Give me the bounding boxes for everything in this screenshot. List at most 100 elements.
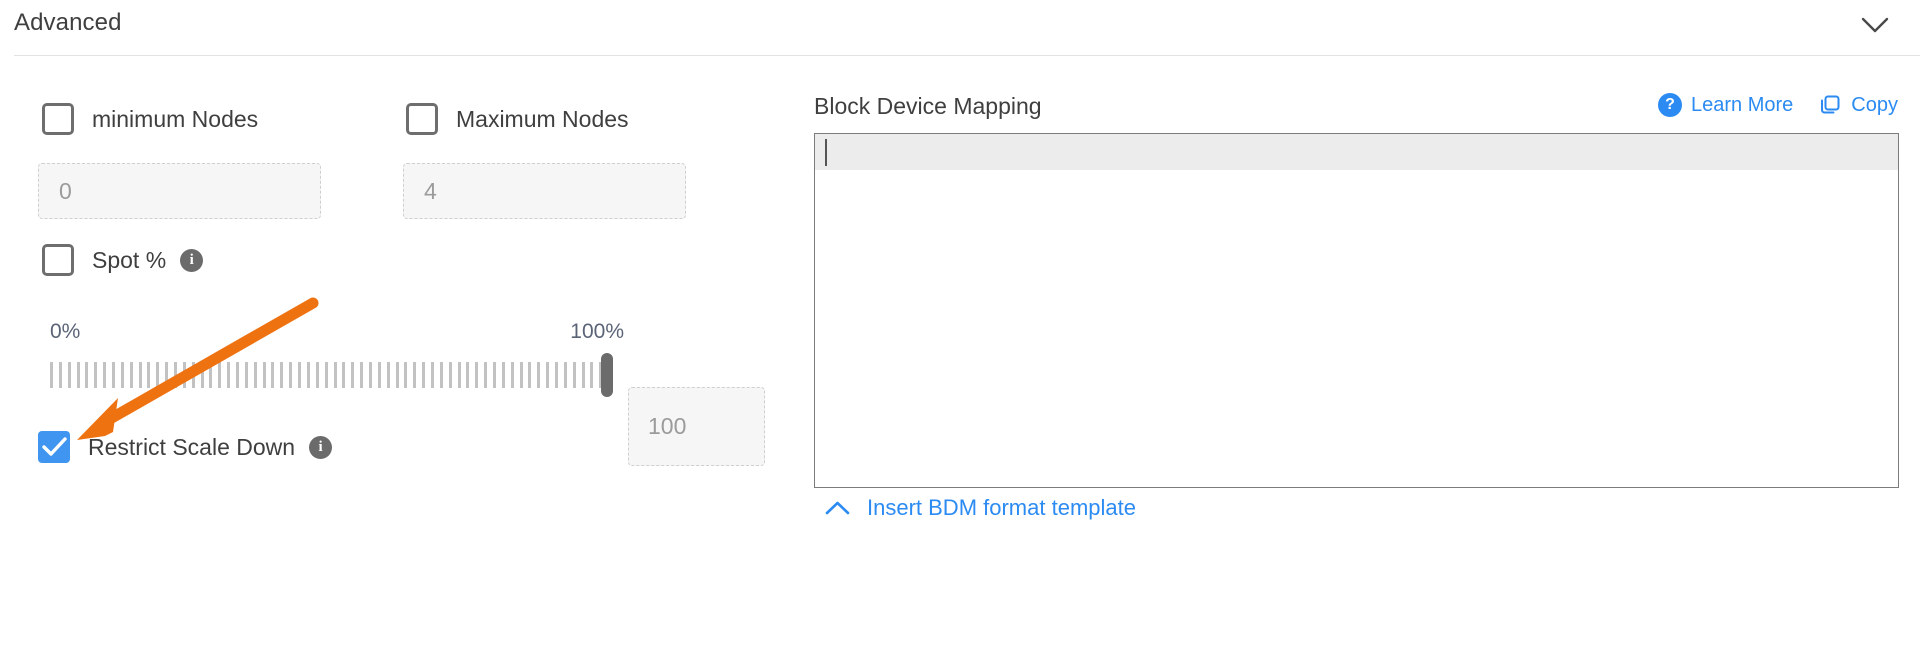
maximum-nodes-checkbox[interactable] [406, 103, 438, 135]
slider-tick [572, 362, 576, 388]
maximum-nodes-row: Maximum Nodes [406, 103, 629, 135]
info-icon[interactable]: i [309, 435, 333, 459]
slider-tick [165, 362, 169, 388]
page-title: Advanced [14, 9, 122, 36]
slider-tick [333, 362, 337, 388]
slider-tick [537, 362, 541, 388]
slider-tick [306, 362, 310, 388]
copy-button[interactable]: Copy [1819, 94, 1898, 117]
slider-tick [227, 362, 231, 388]
minimum-nodes-label: minimum Nodes [92, 105, 259, 132]
slider-tick [448, 362, 452, 388]
advanced-section-header[interactable]: Advanced [0, 0, 1920, 55]
slider-tick [67, 362, 71, 388]
slider-tick [368, 362, 372, 388]
block-device-mapping-title: Block Device Mapping [814, 93, 1042, 119]
slider-tick [94, 362, 98, 388]
slider-tick [147, 362, 151, 388]
maximum-nodes-input[interactable]: 4 [403, 163, 686, 219]
maximum-nodes-label: Maximum Nodes [456, 105, 629, 132]
restrict-scale-down-label: Restrict Scale Down [88, 433, 296, 460]
copy-icon [1819, 94, 1842, 117]
block-device-mapping-actions: ? Learn More Copy [1658, 93, 1898, 117]
slider-tick [360, 362, 364, 388]
slider-tick [85, 362, 89, 388]
slider-tick [182, 362, 186, 388]
slider-tick [191, 362, 195, 388]
slider-tick [563, 362, 567, 388]
slider-thumb[interactable] [601, 353, 613, 397]
slider-tick [76, 362, 80, 388]
slider-tick [581, 362, 585, 388]
slider-tick [599, 362, 603, 388]
insert-bdm-format-template-label: Insert BDM format template [867, 495, 1136, 520]
restrict-scale-down-checkbox[interactable] [38, 431, 70, 463]
text-caret [825, 139, 827, 166]
restrict-scale-down-row: Restrict Scale Down i [38, 431, 333, 463]
spot-percent-value-input[interactable]: 100 [628, 387, 765, 466]
slider-tick [554, 362, 558, 388]
slider-tick [112, 362, 116, 388]
slider-tick [271, 362, 275, 388]
slider-tick [351, 362, 355, 388]
slider-tick [120, 362, 124, 388]
slider-tick [315, 362, 319, 388]
slider-tick [413, 362, 417, 388]
slider-tick [439, 362, 443, 388]
insert-bdm-format-template-link[interactable]: Insert BDM format template [824, 495, 1136, 521]
slider-tick [253, 362, 257, 388]
slider-tick [50, 362, 53, 388]
slider-tick [129, 362, 133, 388]
slider-tick [262, 362, 266, 388]
minimum-nodes-checkbox[interactable] [42, 103, 74, 135]
slider-max-label: 100% [570, 320, 624, 343]
slider-tick [484, 362, 488, 388]
slider-tick [236, 362, 240, 388]
slider-tick [174, 362, 178, 388]
slider-tick [218, 362, 222, 388]
slider-tick [386, 362, 390, 388]
spot-percent-row: Spot % i [42, 244, 204, 276]
slider-tick [209, 362, 213, 388]
slider-tick [342, 362, 346, 388]
block-device-mapping-panel: Block Device Mapping ? Learn More Copy [812, 55, 1904, 656]
spot-percent-slider[interactable]: 0% 100% [50, 320, 624, 397]
slider-tick [510, 362, 514, 388]
header-divider [14, 55, 1920, 56]
slider-tick [457, 362, 461, 388]
slider-tick [590, 362, 594, 388]
slider-tick [466, 362, 470, 388]
slider-tick [103, 362, 107, 388]
spot-percent-checkbox[interactable] [42, 244, 74, 276]
block-device-mapping-editor[interactable] [814, 133, 1899, 488]
slider-tick [519, 362, 523, 388]
slider-tick [422, 362, 426, 388]
slider-tick [200, 362, 204, 388]
slider-tick [289, 362, 293, 388]
copy-label: Copy [1851, 93, 1898, 116]
slider-tick [528, 362, 532, 388]
question-mark-icon: ? [1658, 93, 1683, 117]
editor-first-line[interactable] [815, 134, 1898, 170]
slider-tick [475, 362, 479, 388]
slider-tick [280, 362, 284, 388]
slider-tick [395, 362, 399, 388]
slider-tick [324, 362, 328, 388]
chevron-up-icon [824, 500, 851, 516]
slider-tick [298, 362, 302, 388]
info-icon[interactable]: i [180, 248, 204, 272]
advanced-left-panel: minimum Nodes 0 Maximum Nodes 4 Spot % i… [0, 55, 800, 656]
slider-tick [501, 362, 505, 388]
learn-more-button[interactable]: ? Learn More [1658, 93, 1793, 117]
slider-tick [244, 362, 248, 388]
slider-tick [404, 362, 408, 388]
slider-tick [377, 362, 381, 388]
slider-tick [58, 362, 62, 388]
slider-tick [492, 362, 496, 388]
slider-tick [430, 362, 434, 388]
slider-tick [546, 362, 550, 388]
chevron-down-icon[interactable] [1858, 10, 1892, 40]
minimum-nodes-input[interactable]: 0 [38, 163, 321, 219]
slider-track[interactable] [50, 362, 612, 388]
slider-tick [138, 362, 142, 388]
